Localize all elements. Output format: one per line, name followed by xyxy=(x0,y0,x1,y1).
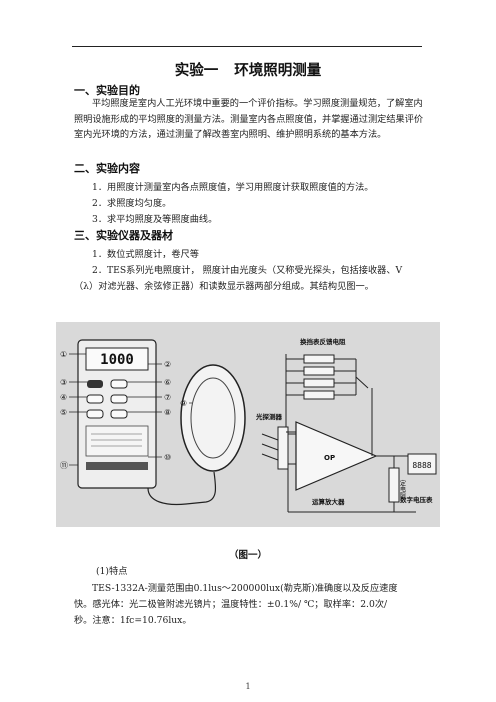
resistor-bank-label: 换挡表反馈电阻 xyxy=(300,337,346,346)
features-line-1: TES-1332A-测量范围由0.1lus～200000lux(勒克斯)准确度以… xyxy=(92,583,398,594)
meter-display-window xyxy=(85,347,149,371)
content-item-2: 2．求照度均匀度。 xyxy=(92,198,172,209)
power-button xyxy=(87,380,103,388)
callout-label-1: ① xyxy=(60,350,67,359)
peak-button xyxy=(86,409,104,419)
record-button xyxy=(110,409,128,419)
equipment-item-1: 1．数位式照度计，卷尺等 xyxy=(92,249,199,260)
section-heading-content: 二、实验内容 xyxy=(74,162,140,175)
callout-label-8: ⑧ xyxy=(164,408,171,417)
photodetector xyxy=(261,426,289,470)
equipment-item-2-line-2: （λ）对滤光器、余弦修正器）和读数显示器两部分组成。其结构见图一。 xyxy=(74,281,374,292)
callout-label-2: ② xyxy=(164,360,171,369)
features-heading: (1)特点 xyxy=(96,566,128,577)
callout-label-10: ⑩ xyxy=(164,453,171,462)
op-amp xyxy=(295,421,378,491)
fixed-resistor xyxy=(388,467,400,503)
probe-label: 光探测器 xyxy=(255,412,283,421)
content-item-3: 3．求平均照度及等照度曲线。 xyxy=(92,214,218,225)
range-switch xyxy=(355,376,369,389)
title-part-1: 实验一 xyxy=(174,63,219,79)
section-heading-purpose: 一、实验目的 xyxy=(74,84,140,97)
meter-brand-strip xyxy=(86,462,148,470)
fixed-resistor-label: 定电阻 xyxy=(399,479,406,499)
unit-button xyxy=(110,394,128,404)
callout-label-4: ④ xyxy=(60,393,67,402)
opamp-label: OP xyxy=(324,454,335,462)
meter-label-panel xyxy=(85,425,149,457)
title-part-2: 环境照明测量 xyxy=(234,63,322,79)
callout-label-6: ⑥ xyxy=(164,378,171,387)
callout-label-7: ⑦ xyxy=(164,393,171,402)
features-line-3: 秒。注意：1fc=10.76lux。 xyxy=(74,615,192,626)
callout-label-3: ③ xyxy=(60,378,67,387)
content-item-1: 1．用照度计测量室内各点照度值，学习用照度计获取照度值的方法。 xyxy=(92,182,374,193)
figure-caption: （图一） xyxy=(228,550,267,561)
meter-display-value: 1000 xyxy=(100,352,134,368)
digital-meter-label: 数字电压表 xyxy=(400,495,433,504)
page-title: 实验一环境照明测量 xyxy=(0,59,496,80)
callout-label-9: ⑨ xyxy=(180,399,187,408)
hold-button xyxy=(86,394,104,404)
light-probe-sensor xyxy=(190,377,236,459)
amplifier-label: 运算放大器 xyxy=(312,497,345,506)
digital-voltmeter-display: 8888 xyxy=(412,461,431,470)
digital-voltmeter xyxy=(407,453,437,475)
features-line-2: 快。感光体：光二极管附滤光镜片；温度特性：±0.1%/ ℃；取样率：2.0次/ xyxy=(74,599,388,610)
range-button xyxy=(110,379,128,389)
resistor-bank xyxy=(285,354,373,432)
callout-label-11: ⑪ xyxy=(60,461,68,470)
section-heading-equipment: 三、实验仪器及器材 xyxy=(74,229,173,242)
meter-cable xyxy=(147,471,217,506)
purpose-paragraph: 平均照度是室内人工光环境中重要的一个评价指标。学习照度测量规范，了解室内照明设施… xyxy=(74,98,424,140)
header-rule xyxy=(72,46,422,47)
callout-label-5: ⑤ xyxy=(60,408,67,417)
illuminance-meter-figure: 1000 ① ② ③ ④ ⑤ ⑥ ⑦ ⑧ ⑨ ⑩ ⑪ xyxy=(56,322,440,527)
page-number: 1 xyxy=(245,682,251,691)
equipment-item-2-line-1: 2．TES系列光电照度计， 照度计由光度头（又称受光探头，包括接收器、V xyxy=(92,265,403,276)
